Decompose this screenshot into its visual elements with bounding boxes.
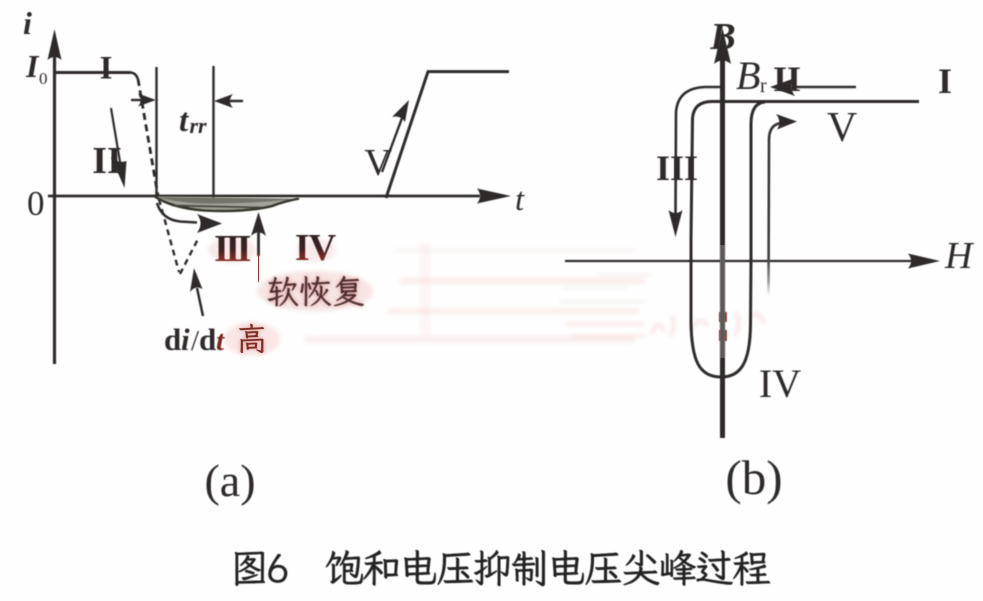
svg-text:(a): (a) [204,455,255,506]
svg-text:I: I [938,61,952,101]
svg-text:III: III [214,228,251,270]
svg-text:t: t [179,103,189,139]
svg-text:IV: IV [295,227,337,269]
svg-text:0: 0 [27,184,45,223]
svg-text:d: d [164,322,181,357]
svg-text:d: d [199,322,216,357]
svg-text:II: II [92,140,122,182]
svg-text:I: I [25,48,40,84]
svg-text:II: II [773,59,801,99]
svg-text:IV: IV [759,361,801,406]
svg-text:V: V [364,142,392,184]
svg-text:t: t [216,325,225,357]
svg-text:rr: rr [190,113,208,138]
svg-text:B: B [736,53,760,98]
svg-text:i: i [181,322,190,357]
svg-text:H: H [944,235,975,277]
svg-text:(b): (b) [725,450,782,505]
svg-text:0: 0 [39,69,48,88]
svg-text:B: B [709,16,735,58]
svg-text:I: I [100,51,113,87]
svg-text:t: t [515,182,525,218]
svg-text:i: i [23,5,32,41]
svg-text:/: / [191,325,200,357]
svg-text:V: V [827,105,857,151]
svg-text:r: r [760,75,767,97]
svg-text:III: III [656,148,698,188]
